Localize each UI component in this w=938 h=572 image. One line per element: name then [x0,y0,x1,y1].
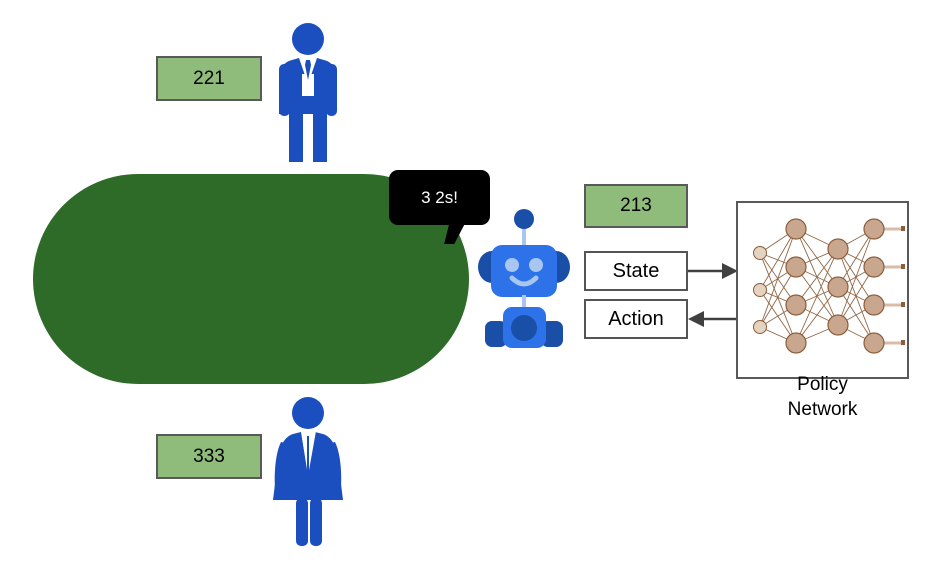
network-to-action-arrow [688,309,738,329]
speech-bubble-body [389,170,490,225]
policy-network-caption: Policy Network [736,372,909,422]
value-box-333: 333 [156,434,262,479]
state-box: State [584,251,688,291]
action-box: Action [584,299,688,339]
robot [477,205,573,350]
person-businessman [275,22,341,164]
policy-network-caption-line1: Policy [797,374,848,395]
speech-bubble-tail [444,222,466,244]
policy-network-panel [736,201,909,379]
person-businesswoman [271,396,345,548]
state-to-network-arrow [688,261,738,281]
neural-network-graphic [753,218,905,354]
value-box-213: 213 [584,184,688,228]
value-box-221: 221 [156,56,262,101]
robot-speech-bubble: 3 2s! [389,170,490,244]
policy-network-caption-line2: Network [787,399,858,420]
speech-bubble-text: 3 2s! [421,187,458,207]
